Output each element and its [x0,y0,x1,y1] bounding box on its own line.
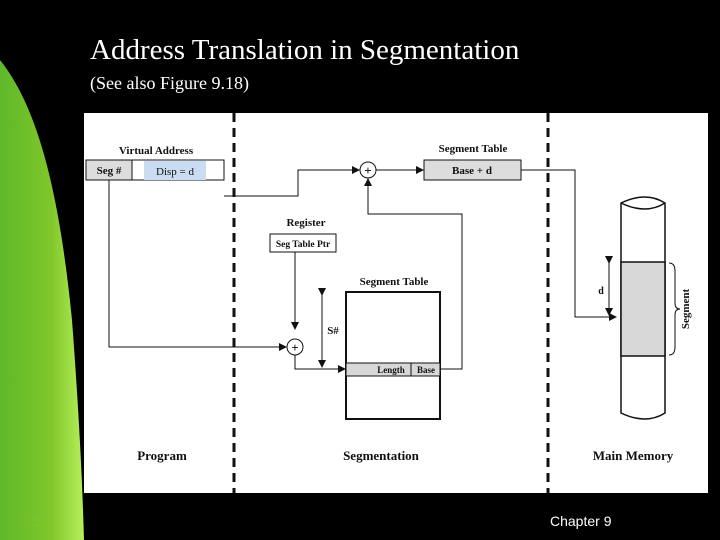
base-to-memory-arrow [521,169,617,321]
segment-label: Segment [680,289,692,330]
green-gradient-band [0,60,84,540]
slide-title: Address Translation in Segmentation [90,34,520,66]
slide-number: 10 [30,514,45,529]
segment-brace [668,262,681,356]
segment-table-box [345,291,441,420]
disp-highlight [144,161,206,180]
disp-label: Disp = d [156,166,194,178]
base-label: Base [417,365,435,375]
register-label: Register [286,217,325,229]
program-label: Program [137,448,187,463]
base-plus-d-label: Base + d [452,165,492,177]
seg-num-label: Seg # [97,165,122,177]
base-to-top-adder-arrow [364,178,463,370]
length-label: Length [377,365,405,375]
chapter-footer: Chapter 9 [550,513,612,529]
memory-break-top [620,202,666,210]
virtual-address-label: Virtual Address [119,145,194,157]
segment-table-top-label: Segment Table [439,143,508,155]
bottom-adder-plus: + [291,340,298,355]
s-num-label: S# [327,325,339,337]
top-adder-plus: + [364,163,371,178]
slide-subtitle: (See also Figure 9.18) [90,73,249,93]
segment-block [620,261,666,357]
main-memory-label: Main Memory [593,448,674,463]
seg-table-ptr-box [269,233,337,253]
d-label: d [598,286,604,297]
segment-table-label: Segment Table [360,276,429,288]
segmentation-label: Segmentation [343,448,420,463]
seg-table-ptr-label: Seg Table Ptr [276,240,331,250]
seg-num-to-adder-arrow [108,180,287,351]
adder-to-entry-arrow [294,355,346,373]
disp-to-adder-arrow [224,166,360,197]
segmentation-diagram: Virtual Address Seg # Disp = d Segment T… [84,113,708,493]
